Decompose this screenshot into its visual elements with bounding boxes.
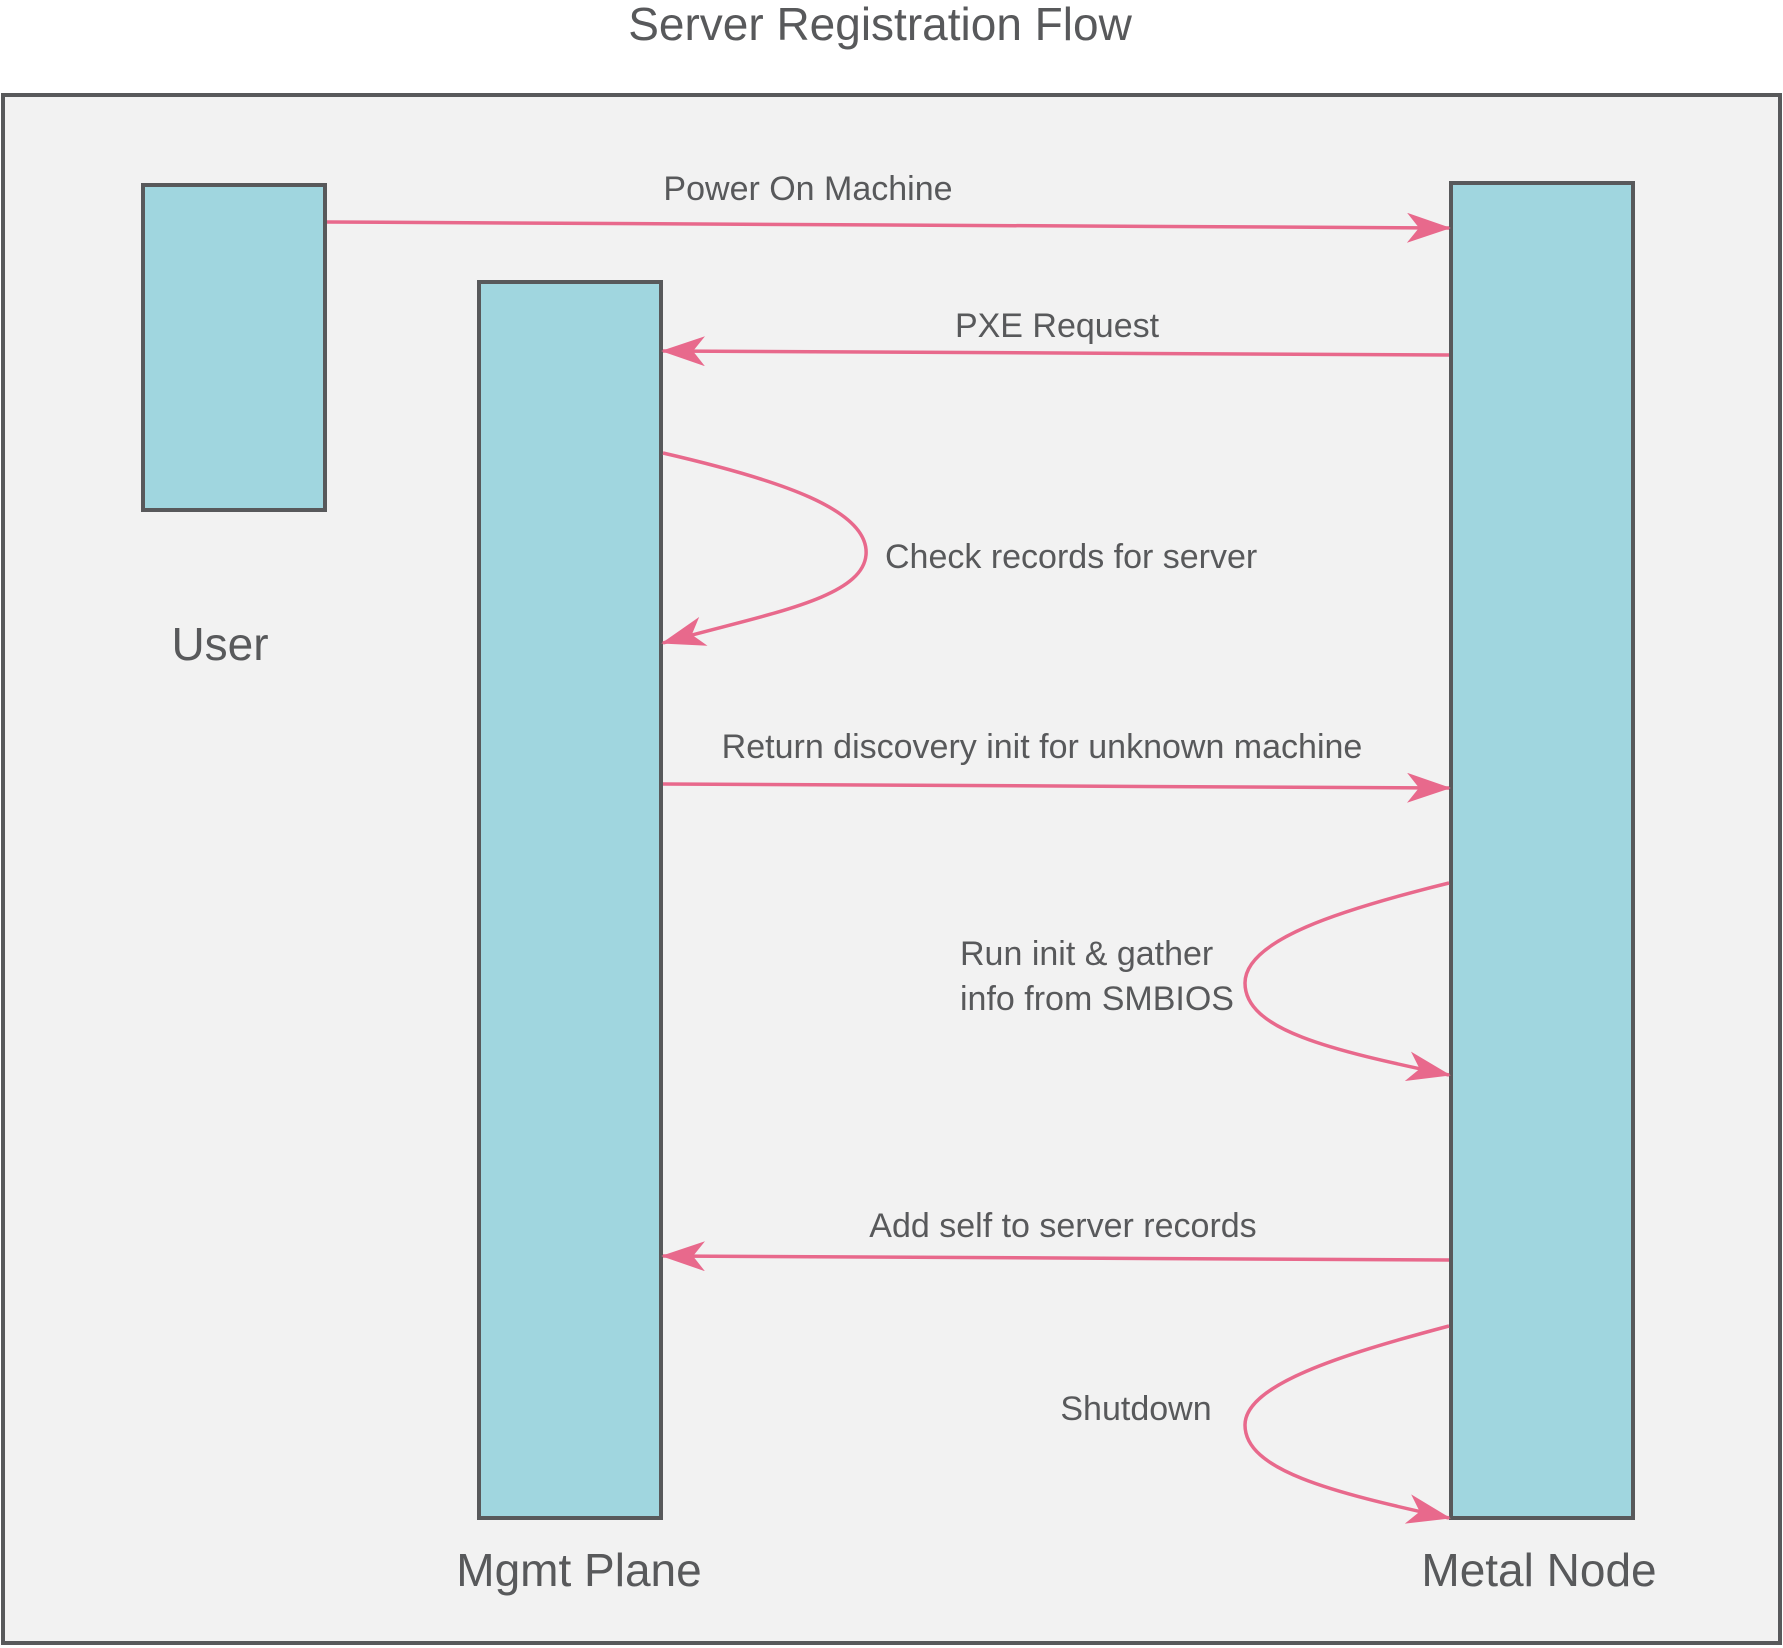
message-label-run-init-line2: info from SMBIOS	[960, 980, 1234, 1018]
metal-node-lifeline-box	[1449, 181, 1635, 1520]
arrow-check-records	[661, 451, 868, 646]
arrow-return-discovery	[662, 772, 1451, 803]
message-label-add-self: Add self to server records	[869, 1207, 1256, 1245]
mgmt-plane-lifeline-box	[477, 280, 663, 1520]
message-label-run-init-line1: Run init & gather	[960, 935, 1213, 973]
message-label-check-records: Check records for server	[885, 538, 1257, 576]
actor-label-metal-node: Metal Node	[1421, 1544, 1656, 1596]
actor-label-mgmt-plane: Mgmt Plane	[456, 1544, 701, 1596]
arrow-pxe-request	[661, 336, 1450, 367]
arrow-add-self	[661, 1241, 1450, 1272]
message-label-shutdown: Shutdown	[1060, 1390, 1211, 1428]
user-lifeline-box	[141, 183, 327, 512]
diagram-title: Server Registration Flow	[628, 0, 1132, 50]
arrow-power-on	[326, 212, 1451, 243]
message-label-pxe-request: PXE Request	[955, 307, 1160, 345]
message-label-power-on: Power On Machine	[663, 170, 952, 208]
arrow-shutdown	[1243, 1324, 1451, 1524]
message-label-return-discovery: Return discovery init for unknown machin…	[722, 728, 1363, 766]
arrow-run-init	[1243, 881, 1451, 1082]
actor-label-user: User	[171, 618, 268, 670]
